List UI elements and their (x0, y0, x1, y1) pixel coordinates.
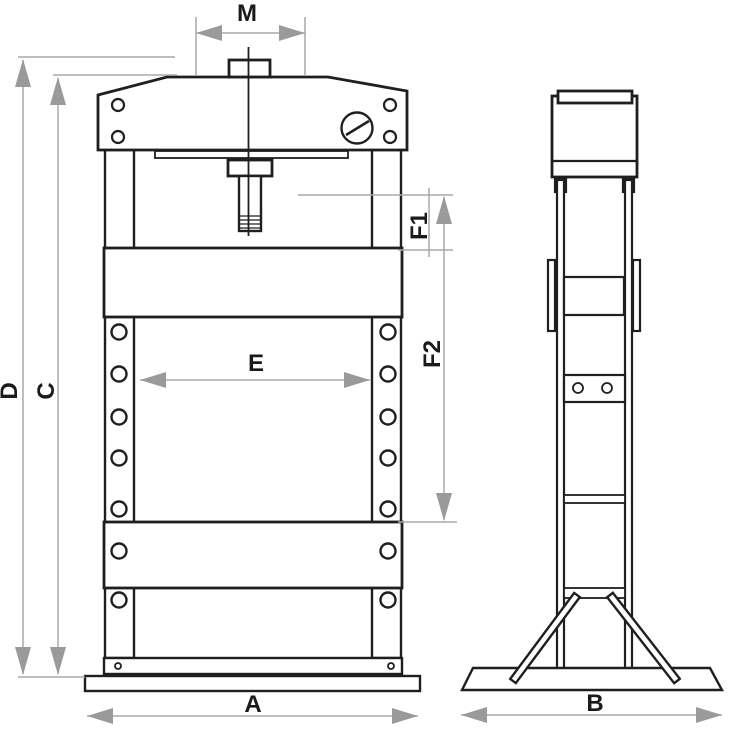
dim-B: B (461, 690, 722, 723)
dim-F1: F1 (298, 188, 453, 257)
d-arrow-top (15, 59, 31, 87)
a-arrow-left (87, 708, 113, 724)
bottom-crossmember (102, 656, 404, 676)
side-pin-hole (601, 382, 613, 394)
f2-label: F2 (419, 340, 446, 368)
side-crossplate (563, 494, 626, 504)
e-arrow-right (344, 372, 370, 388)
ram-hex-nut (226, 158, 274, 178)
c-arrow-top (50, 77, 66, 105)
upper-table-beam (102, 246, 404, 319)
dim-M: M (195, 0, 306, 76)
b-label: B (586, 690, 603, 717)
dim-F2: F2 (398, 196, 457, 523)
gauge-needle (345, 119, 370, 137)
head-crossbeam (96, 75, 409, 152)
m-label: M (237, 0, 257, 27)
b-arrow-right (696, 707, 722, 723)
f2-arrow-top (436, 196, 452, 224)
d-label: D (0, 382, 23, 399)
b-arrow-left (461, 707, 487, 723)
f2-arrow-bottom (436, 493, 452, 521)
a-label: A (244, 691, 261, 718)
leg-mount-band (563, 587, 626, 599)
c-label: C (33, 382, 60, 399)
side-view (460, 89, 725, 692)
side-base-plate (460, 666, 725, 692)
head-bolt-hole (110, 97, 126, 113)
c-arrow-bottom (50, 647, 66, 675)
lower-table-beam (102, 520, 404, 590)
table-ear-right (631, 258, 642, 333)
m-arrow-right (279, 25, 305, 41)
head-bolt-hole (382, 129, 398, 145)
crossmember-hole-right (387, 662, 395, 670)
side-leg-left (508, 591, 582, 685)
side-rail-left (555, 178, 566, 672)
head-underplate (154, 150, 349, 159)
e-label: E (248, 350, 264, 377)
a-arrow-right (392, 708, 418, 724)
dim-D: D (0, 56, 175, 678)
ram-cap-block (227, 58, 272, 79)
crossmember-hole-left (114, 662, 122, 670)
ram-rod (237, 174, 263, 233)
dimensions: M D C E (0, 0, 722, 724)
ram-piston (226, 47, 274, 236)
d-arrow-bottom (15, 647, 31, 675)
side-head-box (550, 94, 639, 179)
side-pin-hole (572, 382, 584, 394)
front-view (83, 47, 422, 693)
dim-E: E (140, 350, 370, 388)
m-arrow-left (196, 25, 222, 41)
front-base-plate (83, 674, 422, 693)
dim-A: A (87, 691, 418, 724)
side-table-beam (562, 275, 626, 317)
head-bolt-hole (382, 97, 398, 113)
side-head-lid (556, 89, 634, 105)
side-leg-right (605, 591, 682, 685)
side-rail-right (623, 178, 634, 672)
f1-label: F1 (406, 212, 433, 240)
dim-C: C (33, 74, 177, 675)
table-ear-left (546, 258, 557, 333)
pressure-gauge (340, 111, 374, 145)
column-pin-holes (110, 323, 397, 609)
e-arrow-left (140, 372, 166, 388)
head-bolt-hole (110, 129, 126, 145)
